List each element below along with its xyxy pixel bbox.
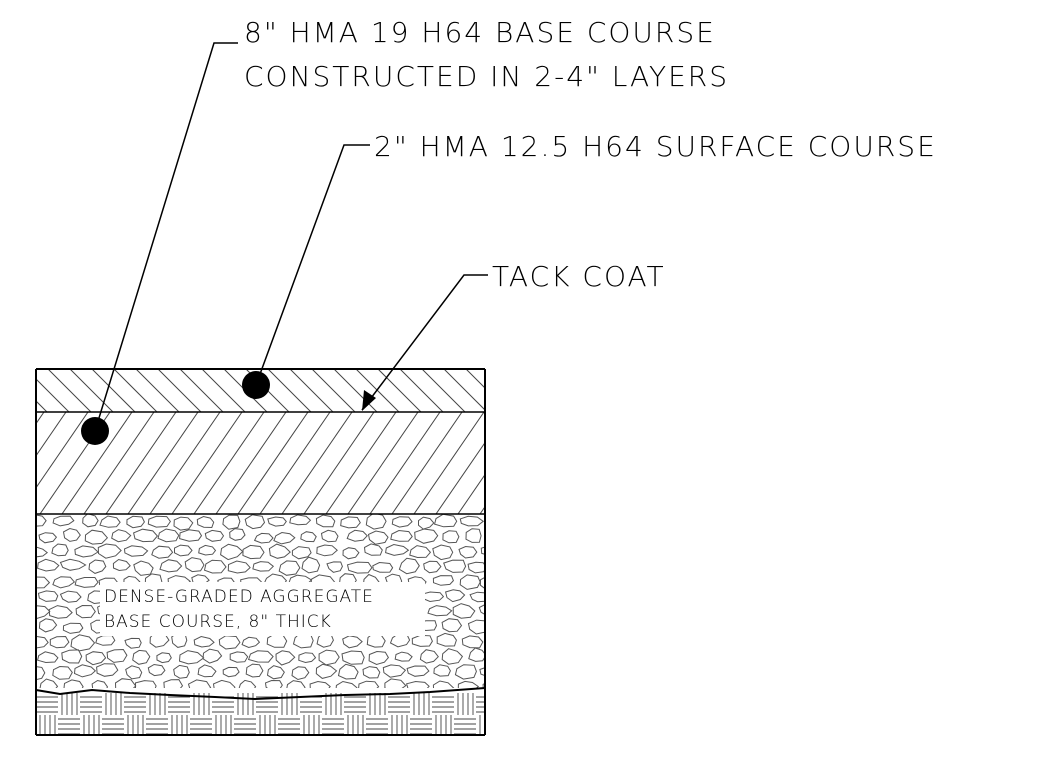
aggregate-label-line2: BASE COURSE, 8" THICK <box>104 612 332 632</box>
callout-leaders <box>94 42 488 432</box>
base-course-label-line1: 8" HMA 19 H64 BASE COURSE <box>244 16 716 49</box>
tack-coat-leader <box>361 274 488 411</box>
tack-coat-label: TACK COAT <box>492 260 666 293</box>
surface-course-leader-dot <box>242 371 270 399</box>
surface-course-label: 2" HMA 12.5 H64 SURFACE COURSE <box>374 130 937 163</box>
base-course-layer <box>36 412 485 514</box>
base-course-leader-dot <box>81 417 109 445</box>
aggregate-label-backing <box>100 582 425 636</box>
subgrade-boundary-line <box>35 687 486 701</box>
aggregate-label-line1: DENSE-GRADED AGGREGATE <box>104 587 374 607</box>
base-course-leader <box>94 42 238 432</box>
base-course-label-line2: CONSTRUCTED IN 2-4" LAYERS <box>244 60 729 93</box>
surface-course-leader <box>255 144 370 386</box>
subgrade-layer <box>36 693 485 735</box>
section-outline <box>35 368 486 736</box>
tack-coat-leader-arrow <box>362 390 376 411</box>
